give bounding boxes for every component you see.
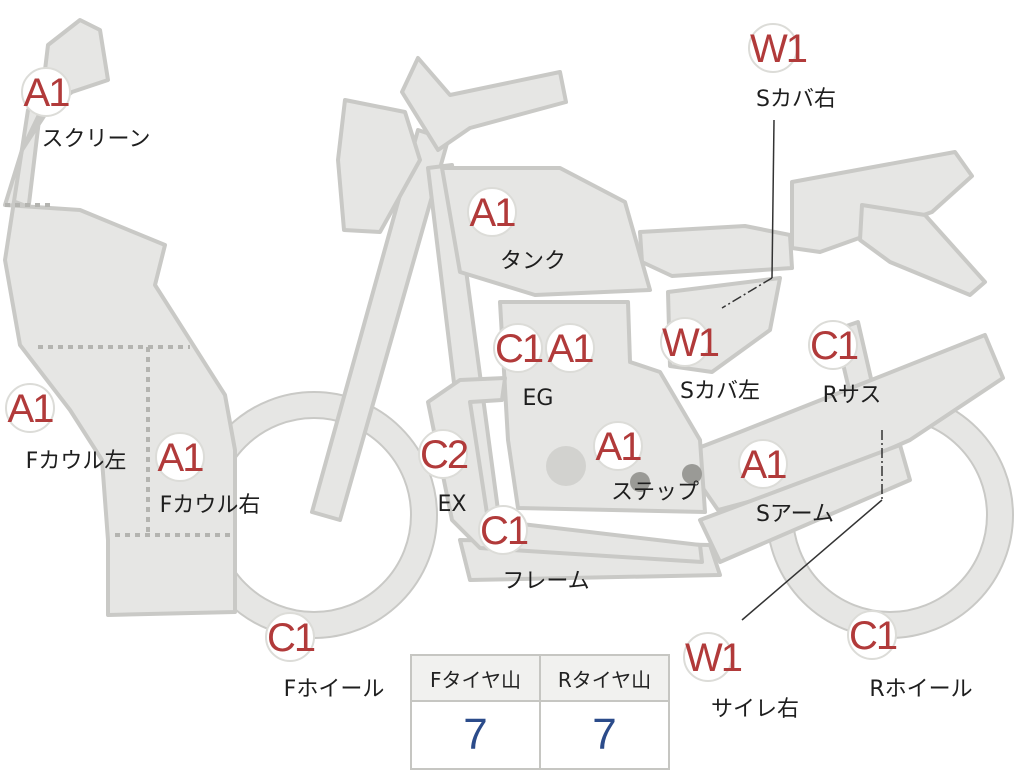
sarm-label: Sアーム bbox=[756, 502, 834, 527]
screen-label: スクリーン bbox=[41, 127, 151, 152]
tread-header-row: Fタイヤ山 Rタイヤ山 bbox=[411, 655, 670, 702]
fwheel-grade-badge: C1 bbox=[265, 612, 316, 662]
step-peg-shape bbox=[630, 472, 650, 492]
seat-shape bbox=[638, 224, 794, 278]
silencer-right-grade-badge: W1 bbox=[683, 632, 743, 682]
eg-label: EG bbox=[522, 386, 554, 411]
silencer-right-label: サイレ右 bbox=[710, 697, 800, 722]
tail-rack-shape bbox=[858, 203, 987, 297]
engine-cover-shape bbox=[546, 446, 586, 486]
headlight-shape bbox=[336, 98, 422, 234]
scover-right-label: Sカバ右 bbox=[756, 87, 836, 112]
screen-shape bbox=[8, 18, 110, 217]
tail-shape bbox=[790, 150, 974, 254]
handlebar-shape bbox=[400, 56, 568, 152]
scover-right-leader bbox=[771, 119, 775, 279]
step-grade-badge: A1 bbox=[593, 421, 643, 471]
rwheel-label: Rホイール bbox=[869, 677, 973, 702]
fcowl-right-label: Fカウル右 bbox=[159, 493, 261, 518]
eg-grade-badge-c1: C1 bbox=[493, 323, 544, 373]
ex-label: EX bbox=[437, 492, 467, 517]
rear-tread-value: 7 bbox=[540, 701, 670, 769]
front-tread-header: Fタイヤ山 bbox=[411, 655, 541, 702]
cowl-seam-lines bbox=[5, 203, 232, 537]
fcowl-left-label: Fカウル左 bbox=[25, 449, 127, 474]
rear-tread-header: Rタイヤ山 bbox=[540, 655, 670, 702]
rsus-label: Rサス bbox=[822, 383, 882, 408]
fwheel-label: Fホイール bbox=[283, 677, 385, 702]
tire-tread-table: Fタイヤ山 Rタイヤ山 7 7 bbox=[410, 654, 670, 770]
scover-left-label: Sカバ左 bbox=[680, 379, 760, 404]
scover-left-grade-badge: W1 bbox=[660, 317, 720, 367]
tank-label: タンク bbox=[499, 249, 567, 274]
muffler-shape bbox=[698, 443, 912, 564]
step-label: ステップ bbox=[610, 480, 700, 505]
front-tread-value: 7 bbox=[411, 701, 541, 769]
ex-grade-badge: C2 bbox=[418, 429, 469, 479]
step-peg-rear-shape bbox=[682, 464, 702, 484]
rwheel-grade-badge: C1 bbox=[847, 610, 898, 660]
frame-grade-badge: C1 bbox=[478, 505, 529, 555]
sarm-grade-badge: A1 bbox=[738, 439, 788, 489]
fcowl-right-grade-badge: A1 bbox=[155, 432, 205, 482]
rsus-grade-badge: C1 bbox=[808, 320, 859, 370]
fcowl-left-grade-badge: A1 bbox=[5, 383, 55, 433]
scover-right-leader-dash bbox=[721, 277, 773, 309]
silencer-leader bbox=[741, 499, 883, 621]
eg-grade-badge-a1: A1 bbox=[545, 323, 595, 373]
tank-grade-badge: A1 bbox=[467, 187, 517, 237]
exhaust-shape bbox=[426, 376, 704, 564]
screen-grade-badge: A1 bbox=[21, 67, 71, 117]
tread-value-row: 7 7 bbox=[411, 701, 670, 769]
front-cowl-shape bbox=[3, 90, 237, 617]
frame-label: フレーム bbox=[502, 569, 590, 594]
scover-right-grade-badge: W1 bbox=[748, 23, 808, 73]
